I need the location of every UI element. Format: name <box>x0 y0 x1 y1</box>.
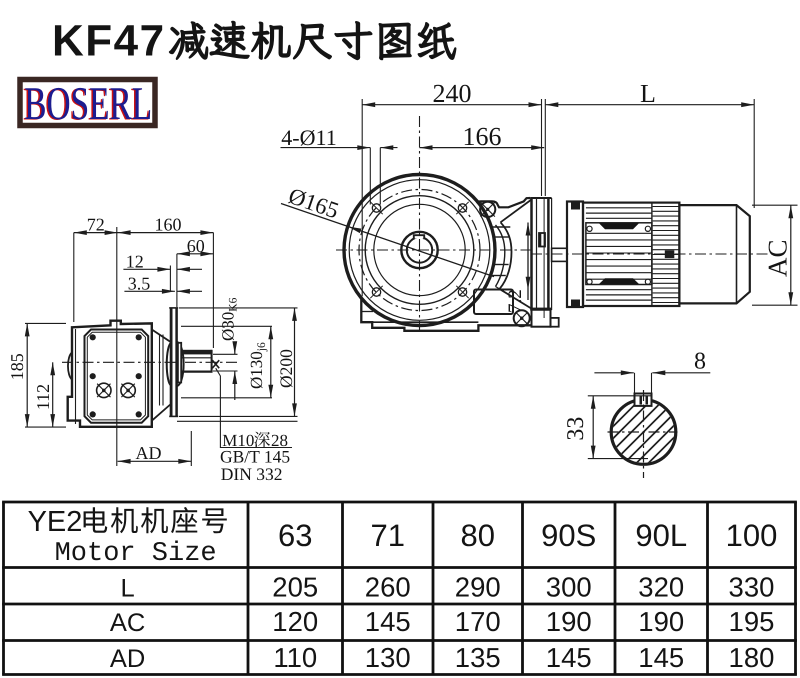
svg-text:195: 195 <box>729 606 775 637</box>
svg-text:110: 110 <box>273 642 317 673</box>
svg-text:120: 120 <box>272 606 318 637</box>
svg-text:190: 190 <box>638 606 684 637</box>
svg-text:130: 130 <box>365 642 411 673</box>
svg-text:145: 145 <box>365 606 411 637</box>
svg-text:7.2: 7.2 <box>505 289 526 313</box>
svg-text:300: 300 <box>546 572 592 603</box>
svg-text:Ø200: Ø200 <box>276 349 296 388</box>
svg-text:AD: AD <box>110 645 145 673</box>
svg-text:80: 80 <box>461 518 495 553</box>
svg-text:290: 290 <box>455 572 501 603</box>
svg-text:BOSERL: BOSERL <box>23 79 151 131</box>
svg-text:90S: 90S <box>541 518 596 553</box>
svg-text:BOSERL: BOSERL <box>24 78 152 130</box>
svg-text:145: 145 <box>546 642 592 673</box>
svg-text:240: 240 <box>433 79 472 108</box>
svg-text:72: 72 <box>87 215 105 235</box>
svg-text:YE2: YE2 <box>28 506 83 538</box>
svg-text:8: 8 <box>694 349 706 375</box>
svg-text:AC: AC <box>763 239 793 277</box>
svg-text:Motor Size: Motor Size <box>55 539 217 569</box>
svg-text:71: 71 <box>371 518 405 553</box>
svg-text:28: 28 <box>271 431 288 450</box>
svg-text:330: 330 <box>729 572 775 603</box>
svg-text:90L: 90L <box>635 518 687 553</box>
svg-text:180: 180 <box>729 642 775 673</box>
svg-text:M10: M10 <box>222 431 254 450</box>
svg-text:170: 170 <box>455 606 501 637</box>
svg-text:AC: AC <box>110 609 145 637</box>
svg-text:DIN 332: DIN 332 <box>221 464 283 484</box>
svg-text:166: 166 <box>463 122 502 151</box>
svg-text:33: 33 <box>563 417 589 441</box>
svg-text:205: 205 <box>272 572 318 603</box>
svg-text:100: 100 <box>726 518 778 553</box>
svg-text:60: 60 <box>187 236 205 256</box>
svg-text:12: 12 <box>126 251 144 271</box>
svg-text:KF47: KF47 <box>52 17 166 66</box>
svg-text:145: 145 <box>638 642 684 673</box>
svg-text:3.5: 3.5 <box>128 273 151 293</box>
svg-text:112: 112 <box>33 384 53 410</box>
svg-text:135: 135 <box>455 642 501 673</box>
svg-text:160: 160 <box>155 215 182 235</box>
svg-text:260: 260 <box>365 572 411 603</box>
svg-text:GB/T 145: GB/T 145 <box>220 447 290 467</box>
svg-text:190: 190 <box>546 606 592 637</box>
svg-text:4-Ø11: 4-Ø11 <box>281 125 336 150</box>
svg-text:320: 320 <box>638 572 684 603</box>
svg-text:63: 63 <box>278 518 312 553</box>
svg-text:AD: AD <box>136 443 162 463</box>
svg-text:L: L <box>121 575 135 603</box>
svg-text:185: 185 <box>7 353 27 380</box>
svg-text:Ø130j6: Ø130j6 <box>247 342 268 389</box>
svg-text:L: L <box>640 79 656 108</box>
